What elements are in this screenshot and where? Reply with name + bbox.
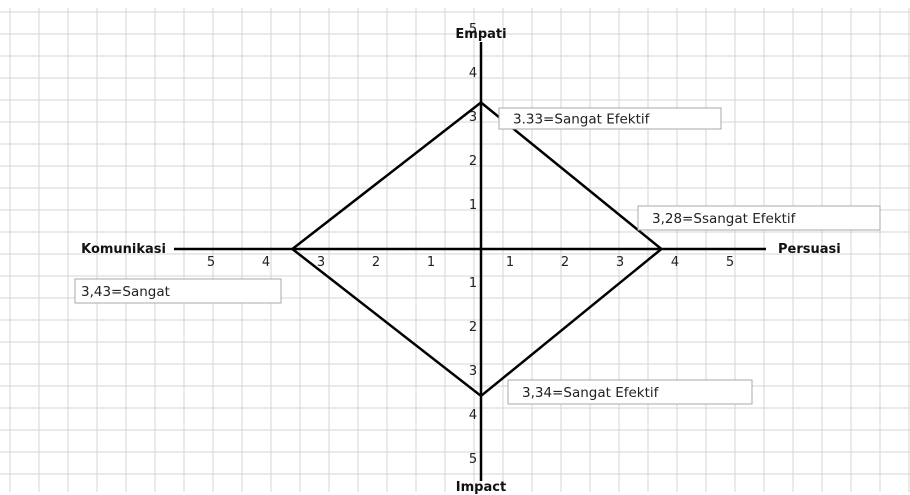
tick-labels: 1 1 1 1 2 2 2 2 3 3 3 3 4 4 4 4 5 5 5 5 xyxy=(207,22,734,467)
tick-label-right: 3 xyxy=(616,255,624,270)
callout-box xyxy=(507,379,753,405)
callout-text: 3,43=Sangat xyxy=(81,284,170,300)
tick-label-top: 5 xyxy=(469,22,477,37)
tick-label-top: 4 xyxy=(469,66,477,81)
tick-label-left: 4 xyxy=(262,255,270,270)
callout-box xyxy=(498,107,722,130)
callout-box xyxy=(637,205,881,231)
callout-text: 3,28=Ssangat Efektif xyxy=(652,211,797,227)
tick-label-bottom: 5 xyxy=(469,452,477,467)
tick-label-right: 2 xyxy=(561,255,569,270)
tick-label-top: 2 xyxy=(469,154,477,169)
callout-bottom: 3,34=Sangat Efektif xyxy=(507,379,753,405)
tick-label-bottom: 3 xyxy=(469,364,477,379)
callout-left: 3,43=Sangat xyxy=(74,278,282,304)
value-callouts: 3.33=Sangat Efektif 3,28=Ssangat Efektif 3… xyxy=(74,107,881,405)
tick-label-right: 1 xyxy=(506,255,514,270)
tick-label-left: 1 xyxy=(427,255,435,270)
axis-name-bottom: Impact xyxy=(456,480,506,495)
axis-name-top: Empati xyxy=(455,27,506,42)
data-shape xyxy=(290,100,664,398)
callout-box xyxy=(74,278,282,304)
callout-top: 3.33=Sangat Efektif xyxy=(498,107,722,130)
callout-right: 3,28=Ssangat Efektif xyxy=(637,205,881,231)
callout-text: 3.33=Sangat Efektif xyxy=(513,112,651,128)
tick-label-left: 5 xyxy=(207,255,215,270)
tick-label-top: 3 xyxy=(469,110,477,125)
tick-label-top: 1 xyxy=(469,198,477,213)
axis-name-left: Komunikasi xyxy=(81,242,166,257)
axis-name-right: Persuasi xyxy=(778,242,841,257)
tick-label-bottom: 4 xyxy=(469,408,477,423)
tick-label-left: 2 xyxy=(372,255,380,270)
tick-label-bottom: 1 xyxy=(469,276,477,291)
tick-label-left: 3 xyxy=(317,255,325,270)
tick-label-right: 4 xyxy=(671,255,679,270)
callout-text: 3,34=Sangat Efektif xyxy=(522,385,660,401)
tick-label-bottom: 2 xyxy=(469,320,477,335)
axes xyxy=(174,42,766,481)
tick-label-right: 5 xyxy=(726,255,734,270)
